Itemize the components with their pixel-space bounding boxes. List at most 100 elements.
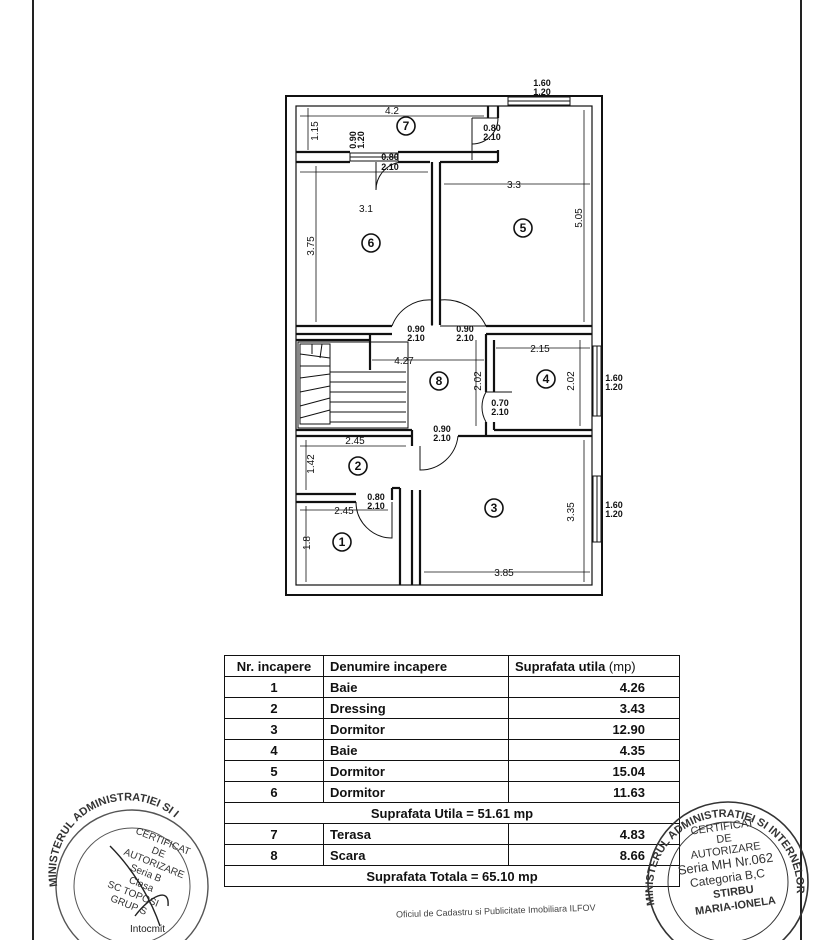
stamp-right: MINISTERUL ADMINISTRATIEI SI INTERNELOR … (644, 801, 809, 940)
room-number-3: 3 (491, 501, 498, 515)
header-room-number: Nr. incapere (224, 655, 324, 677)
page-border-left (32, 0, 34, 940)
door-room6-top-height: 2.10 (381, 162, 399, 172)
dim-3-35: 3.35 (566, 502, 577, 522)
window-room4-height: 1.20 (605, 382, 623, 392)
dim-1-42: 1.42 (306, 454, 317, 474)
dim-2-15: 2.15 (530, 344, 550, 355)
door-room7-height: 2.10 (483, 132, 501, 142)
door-room5-width: 0.90 (456, 324, 474, 334)
dim-1-8: 1.8 (302, 536, 313, 550)
room-number-6: 6 (368, 236, 375, 250)
stamp-left-line2: DE (150, 845, 167, 861)
row-name: Terasa (323, 823, 509, 845)
door-room4-width: 0.70 (491, 398, 509, 408)
dimension-lines (300, 108, 590, 582)
table-row: 8 Scara 8.66 (224, 844, 680, 866)
table-row: 3 Dormitor 12.90 (224, 718, 680, 740)
room-number-7: 7 (403, 119, 410, 133)
room-number-circles (332, 116, 556, 552)
drafted-by-label: Intocmit (130, 924, 166, 935)
door-swings (355, 117, 512, 539)
room-number-2: 2 (355, 459, 362, 473)
row-area: 4.26 (508, 676, 680, 698)
row-area: 15.04 (508, 760, 680, 782)
row-number: 1 (224, 676, 324, 698)
header-usable-area-unit: (mp) (608, 658, 636, 674)
window-room4-width: 1.60 (605, 373, 623, 383)
dim-3-3: 3.3 (507, 180, 521, 191)
door-room1-height: 2.10 (367, 501, 385, 511)
door-room2-height: 2.10 (433, 433, 451, 443)
room-number-4: 4 (543, 372, 550, 386)
row-area: 11.63 (508, 781, 680, 803)
staircase (297, 341, 409, 429)
row-number: 6 (224, 781, 324, 803)
window-room7-height: 1.20 (356, 131, 366, 149)
window-top-height: 1.20 (533, 87, 551, 97)
stamp-right-line6: STIRBU (712, 884, 754, 902)
dim-3-1: 3.1 (359, 204, 373, 215)
table-row: 7 Terasa 4.83 (224, 823, 680, 845)
window-room7-width: 0.90 (348, 131, 358, 149)
stamp-left: MINISTERUL ADMINISTRATIEI SI I CERTIFICA… (47, 791, 209, 940)
door-room6-width: 0.90 (407, 324, 425, 334)
dim-2-45-top: 2.45 (345, 436, 365, 447)
row-area: 4.35 (508, 739, 680, 761)
header-usable-area: Suprafata utila (mp) (508, 655, 680, 677)
usable-area-subtotal: Suprafata Utila = 51.61 mp (224, 802, 680, 824)
dim-3-75: 3.75 (306, 236, 317, 256)
door-room5-height: 2.10 (456, 333, 474, 343)
room-number-1: 1 (339, 535, 346, 549)
row-name: Dormitor (323, 718, 509, 740)
row-number: 7 (224, 823, 324, 845)
door-room6-height: 2.10 (407, 333, 425, 343)
row-area: 12.90 (508, 718, 680, 740)
dim-3-85: 3.85 (494, 568, 514, 579)
table-row: 4 Baie 4.35 (224, 739, 680, 761)
row-name: Scara (323, 844, 509, 866)
door-room7-width: 0.80 (483, 123, 501, 133)
row-area: 8.66 (508, 844, 680, 866)
row-name: Baie (323, 676, 509, 698)
room-number-8: 8 (436, 374, 443, 388)
table-row: 5 Dormitor 15.04 (224, 760, 680, 782)
door-room2-width: 0.90 (433, 424, 451, 434)
table-row: 2 Dressing 3.43 (224, 697, 680, 719)
total-row: Suprafata Totala = 65.10 mp (224, 865, 680, 887)
outer-walls (285, 95, 603, 596)
stamp-left-signature (109, 845, 169, 927)
row-number: 3 (224, 718, 324, 740)
header-room-name: Denumire incapere (323, 655, 509, 677)
subtotal-row: Suprafata Utila = 51.61 mp (224, 802, 680, 824)
room-number-5: 5 (520, 221, 527, 235)
row-name: Dormitor (323, 760, 509, 782)
total-area: Suprafata Totala = 65.10 mp (224, 865, 680, 887)
dim-1-15: 1.15 (310, 121, 321, 141)
row-number: 8 (224, 844, 324, 866)
dim-4-27: 4.27 (394, 356, 414, 367)
table-row: 6 Dormitor 11.63 (224, 781, 680, 803)
stamp-right-line2: DE (716, 832, 733, 846)
dim-5-05: 5.05 (574, 208, 585, 228)
door-room4-height: 2.10 (491, 407, 509, 417)
room-area-table: Nr. incapere Denumire incapere Suprafata… (224, 655, 680, 887)
row-number: 5 (224, 760, 324, 782)
windows (349, 96, 602, 543)
door-room6-top-width: 0.80 (381, 152, 399, 162)
row-area: 4.83 (508, 823, 680, 845)
window-top-width: 1.60 (533, 78, 551, 88)
dim-2-02-right: 2.02 (566, 371, 577, 391)
table-header-row: Nr. incapere Denumire incapere Suprafata… (224, 655, 680, 677)
row-number: 4 (224, 739, 324, 761)
row-area: 3.43 (508, 697, 680, 719)
dim-4-2: 4.2 (385, 106, 399, 117)
row-name: Baie (323, 739, 509, 761)
window-room3-height: 1.20 (605, 509, 623, 519)
dim-2-02-left: 2.02 (473, 371, 484, 391)
window-room3-width: 1.60 (605, 500, 623, 510)
floor-plan: 1 2 3 4 5 6 7 8 4.2 1.15 3.3 3.1 3.75 5.… (285, 78, 623, 596)
cadastre-office-note: Oficiul de Cadastru si Publicitate Imobi… (395, 902, 596, 920)
table-row: 1 Baie 4.26 (224, 676, 680, 698)
page-border-right (800, 0, 802, 940)
